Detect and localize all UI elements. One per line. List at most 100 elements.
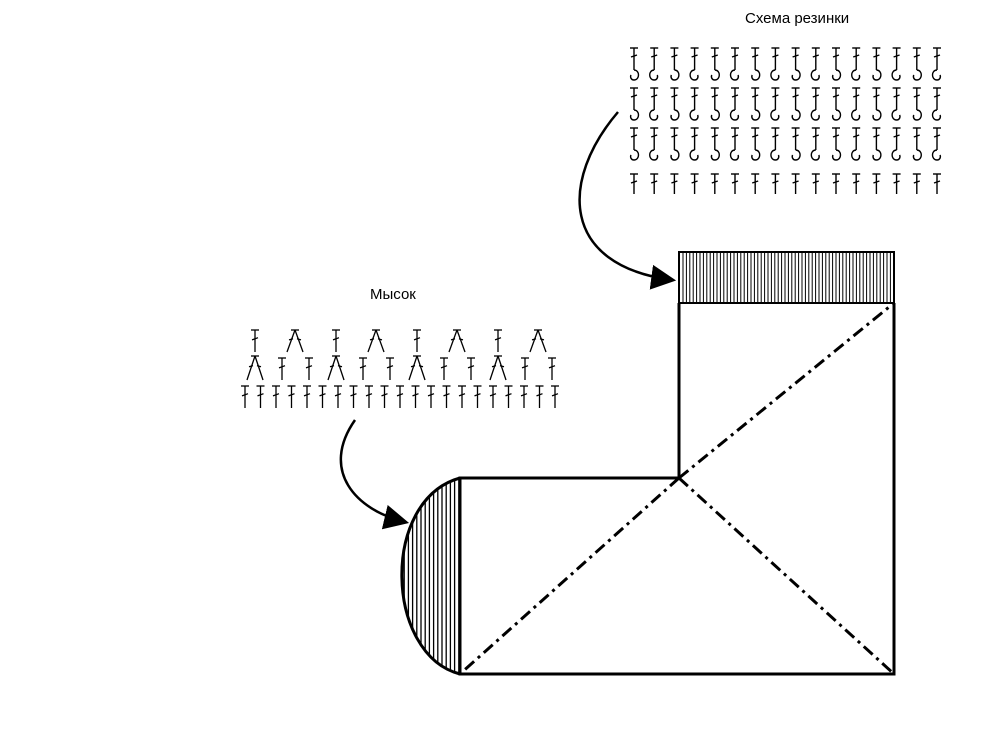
toe-stitch-symbol [396,385,404,408]
toe-stitch-symbol [303,385,311,408]
rib-stitch-symbol [831,87,842,121]
rib-stitch-symbol [891,47,901,81]
rib-stitch-symbol [872,87,882,121]
toe-stitch-symbol [305,357,313,380]
rib-base-stitch [933,173,941,194]
toe-stitch-symbol [287,385,296,408]
construction-lines [458,301,896,676]
rib-stitch-symbol [810,87,820,121]
toe-stitch-symbol [241,385,249,408]
toe-increase-symbol [246,355,264,381]
rib-base-stitch [791,173,800,194]
rib-stitch-symbol [891,87,901,121]
toe-title: Мысок [370,286,416,303]
rib-stitch-symbol [931,87,942,121]
rib-stitch-symbol [629,47,640,81]
rib-stitch-symbol [751,87,761,121]
rib-stitch-symbol [872,127,882,161]
rib-stitch-symbol [751,127,761,161]
rib-stitch-symbol [810,47,820,81]
rib-stitch-symbol [770,87,780,121]
rib-stitch-symbol [791,87,801,121]
rib-stitch-symbol [729,127,740,161]
rib-base-stitch [650,173,659,194]
rib-base-stitch [811,173,820,194]
toe-increase-symbol [327,355,345,381]
rib-stitch-symbol [851,87,861,121]
toe-stitch-symbol [494,329,502,352]
toe-cap [400,476,462,676]
rib-base-stitch [892,173,901,194]
toe-stitch-symbol [427,385,435,408]
rib-stitch-symbol [710,127,720,161]
rib-stitch-symbol [791,127,801,161]
toe-stitch-symbol [411,385,420,408]
toe-increase-symbol [529,329,547,353]
rib-stitch-symbol [710,47,720,81]
toe-stitch-symbol [413,329,421,352]
rib-base-stitch [852,173,861,194]
toe-stitch-symbol [359,357,367,380]
toe-stitch-symbol [489,385,497,408]
toe-stitch-symbol [318,385,327,408]
toe-increase-symbol [286,329,304,353]
rib-stitch-chart [629,47,942,194]
rib-stitch-symbol [649,127,659,161]
cuff-ribbing [678,251,895,304]
toe-increase-symbol [489,355,507,381]
rib-stitch-symbol [931,47,942,81]
rib-base-stitch [872,173,881,194]
rib-stitch-symbol [912,127,922,161]
toe-increase-symbol [367,329,385,353]
rib-base-stitch [731,173,739,194]
rib-base-stitch [751,173,760,194]
toe-stitch-symbol [458,385,466,408]
toe-stitch-symbol [521,357,529,380]
toe-stitch-symbol [520,385,528,408]
rib-stitch-symbol [649,47,659,81]
rib-stitch-symbol [670,127,680,161]
rib-stitch-symbol [670,47,680,81]
toe-stitch-symbol [535,385,544,408]
rib-stitch-symbol [810,127,820,161]
toe-arrow [339,419,410,530]
rib-base-stitch [690,173,699,194]
toe-stitch-symbol [256,385,265,408]
rib-stitch-symbol [710,87,720,121]
toe-stitch-symbol [278,357,286,380]
rib-base-stitch [912,173,921,194]
rib-stitch-symbol [872,47,882,81]
rib-stitch-symbol [751,47,761,81]
toe-stitch-symbol [442,385,451,408]
rib-stitch-symbol [791,47,801,81]
rib-scheme-title: Схема резинки [745,10,850,27]
toe-stitch-symbol [332,329,340,352]
rib-stitch-symbol [689,47,699,81]
rib-base-stitch [670,173,679,194]
rib-stitch-symbol [689,87,699,121]
rib-stitch-symbol [689,127,699,161]
rib-stitch-symbol [851,127,861,161]
toe-stitch-symbol [365,385,373,408]
toe-stitch-symbol [386,357,394,380]
rib-stitch-symbol [831,127,842,161]
toe-stitch-symbol [272,385,280,408]
rib-stitch-symbol [670,87,680,121]
toe-stitch-symbol [467,357,475,380]
toe-stitch-symbol [548,357,556,380]
rib-stitch-symbol [729,47,740,81]
rib-stitch-symbol [770,47,780,81]
toe-stitch-symbol [251,329,259,352]
rib-stitch-symbol [649,87,659,121]
rib-base-stitch [771,173,780,194]
rib-stitch-symbol [912,47,922,81]
toe-stitch-chart [241,329,559,408]
rib-stitch-symbol [770,127,780,161]
toe-stitch-symbol [349,385,358,408]
toe-increase-symbol [408,355,426,381]
toe-stitch-symbol [334,385,342,408]
toe-stitch-symbol [380,385,389,408]
rib-stitch-symbol [629,127,640,161]
rib-stitch-symbol [912,87,922,121]
